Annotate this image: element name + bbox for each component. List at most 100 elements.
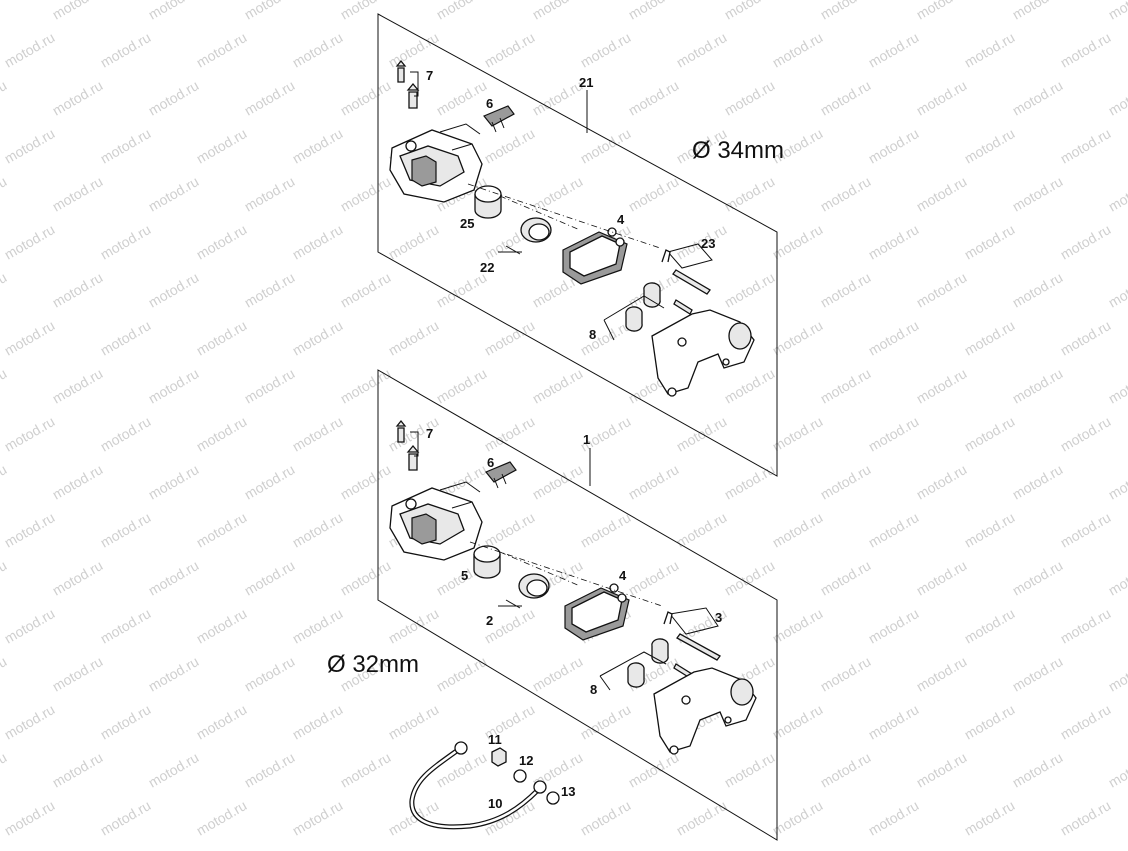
hose-callout: 10 — [488, 796, 502, 811]
watermark-text: motod.ru — [194, 701, 250, 742]
watermark-text: motod.ru — [194, 221, 250, 262]
watermark-text: motod.ru — [818, 749, 874, 790]
watermark-text: motod.ru — [1058, 413, 1114, 454]
watermark-text: motod.ru — [914, 77, 970, 118]
watermark-text: motod.ru — [338, 365, 394, 406]
watermark-text: motod.ru — [146, 653, 202, 694]
watermark-text: motod.ru — [2, 509, 58, 550]
watermark-text: motod.ru — [98, 509, 154, 550]
watermark-text: motod.ru — [866, 509, 922, 550]
watermark-text: motod.ru — [770, 413, 826, 454]
watermark-text: motod.ru — [194, 797, 250, 838]
watermark-text: motod.ru — [338, 749, 394, 790]
bottom-piston-callout: 5 — [461, 568, 468, 583]
watermark-text: motod.ru — [1058, 509, 1114, 550]
watermark-text: motod.ru — [770, 509, 826, 550]
watermark-text: motod.ru — [674, 509, 730, 550]
watermark-text: motod.ru — [818, 653, 874, 694]
watermark-text: motod.ru — [530, 365, 586, 406]
watermark-text: motod.ru — [2, 413, 58, 454]
watermark-text: motod.ru — [482, 509, 538, 550]
watermark-text: motod.ru — [290, 509, 346, 550]
watermark-text: motod.ru — [530, 653, 586, 694]
watermark-text: motod.ru — [146, 173, 202, 214]
watermark-text: motod.ru — [98, 317, 154, 358]
watermark-text: motod.ru — [1106, 365, 1128, 406]
watermark-text: motod.ru — [914, 173, 970, 214]
watermark-text: motod.ru — [146, 461, 202, 502]
watermark-text: motod.ru — [530, 0, 586, 23]
watermark-text: motod.ru — [770, 221, 826, 262]
bottom-pin-kit-callout: 3 — [715, 610, 722, 625]
watermark-text: motod.ru — [818, 269, 874, 310]
watermark-text: motod.ru — [242, 269, 298, 310]
watermark-text: motod.ru — [50, 557, 106, 598]
watermark-text: motod.ru — [386, 221, 442, 262]
watermark-text: motod.ru — [2, 797, 58, 838]
watermark-text: motod.ru — [338, 461, 394, 502]
watermark-text: motod.ru — [1106, 461, 1128, 502]
watermark-text: motod.ru — [626, 557, 682, 598]
watermark-text: motod.ru — [818, 173, 874, 214]
watermark-text: motod.ru — [482, 413, 538, 454]
watermark-text: motod.ru — [0, 269, 9, 310]
watermark-text: motod.ru — [242, 461, 298, 502]
hose-washer-b-callout: 13 — [561, 784, 575, 799]
bottom-pads-callout: 4 — [619, 568, 627, 583]
hose-washer-b — [547, 792, 559, 804]
bottom-assembly-callout: 1 — [583, 432, 590, 447]
watermark-text: motod.ru — [962, 509, 1018, 550]
top-bleeder-callout: 7 — [426, 68, 433, 83]
watermark-text: motod.ru — [0, 557, 9, 598]
watermark-text: motod.ru — [0, 0, 9, 23]
watermark-text: motod.ru — [194, 605, 250, 646]
hose-banjo-bottom — [534, 781, 546, 793]
watermark-text: motod.ru — [434, 77, 490, 118]
watermark-text: motod.ru — [722, 461, 778, 502]
watermark-text: motod.ru — [146, 365, 202, 406]
watermark-text: motod.ru — [242, 557, 298, 598]
top-bracket-callout: 8 — [589, 327, 596, 342]
bottom-bleeder-callout: 7 — [426, 426, 433, 441]
top-spring-callout: 6 — [486, 96, 493, 111]
watermark-text: motod.ru — [962, 605, 1018, 646]
hose-washer-a-callout: 12 — [519, 753, 533, 768]
watermark-text: motod.ru — [290, 797, 346, 838]
watermark-text: motod.ru — [50, 0, 106, 23]
watermark-text: motod.ru — [626, 77, 682, 118]
watermark-text: motod.ru — [50, 365, 106, 406]
watermark-text: motod.ru — [242, 173, 298, 214]
watermark-text: motod.ru — [0, 461, 9, 502]
watermark-text: motod.ru — [434, 653, 490, 694]
watermark-text: motod.ru — [962, 317, 1018, 358]
watermark-text: motod.ru — [914, 269, 970, 310]
watermark-text: motod.ru — [1106, 0, 1128, 23]
watermark-text: motod.ru — [146, 0, 202, 23]
watermark-text: motod.ru — [0, 653, 9, 694]
top-pin-kit-callout: 23 — [701, 236, 715, 251]
watermark-text: motod.ru — [1010, 365, 1066, 406]
watermark-text: motod.ru — [1106, 173, 1128, 214]
watermark-text: motod.ru — [434, 0, 490, 23]
bottom-brake-pads — [565, 584, 629, 640]
watermark-text: motod.ru — [50, 653, 106, 694]
watermark-text: motod.ru — [1058, 125, 1114, 166]
watermark-text: motod.ru — [722, 365, 778, 406]
watermark-text: motod.ru — [818, 365, 874, 406]
watermark-text: motod.ru — [626, 749, 682, 790]
watermark-text: motod.ru — [386, 317, 442, 358]
watermark-text: motod.ru — [626, 461, 682, 502]
watermark-text: motod.ru — [50, 77, 106, 118]
watermark-text: motod.ru — [1106, 749, 1128, 790]
watermark-text: motod.ru — [914, 557, 970, 598]
watermark-text: motod.ru — [290, 605, 346, 646]
watermark-text: motod.ru — [0, 365, 9, 406]
watermark-text: motod.ru — [866, 413, 922, 454]
watermark-text: motod.ru — [0, 749, 9, 790]
watermark-text: motod.ru — [914, 365, 970, 406]
watermark-text: motod.ru — [482, 29, 538, 70]
watermark-text: motod.ru — [338, 557, 394, 598]
watermark-text: motod.ru — [194, 509, 250, 550]
